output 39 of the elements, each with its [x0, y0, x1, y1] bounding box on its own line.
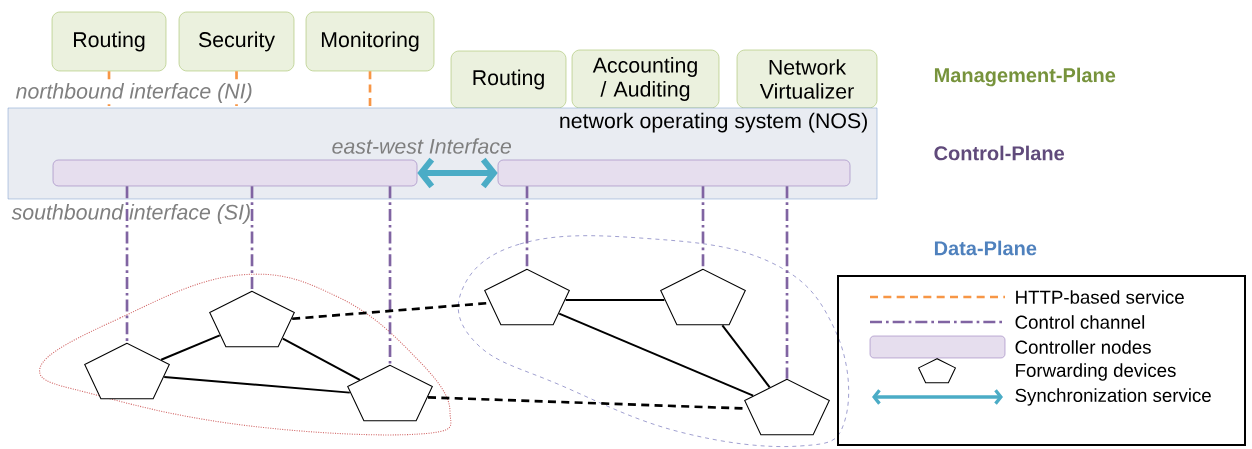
connector [564, 299, 666, 301]
connector [160, 334, 221, 361]
forwarding-device [347, 364, 433, 422]
legend-text: Controller nodes [1015, 340, 1151, 354]
legend-text: Control channel [1015, 315, 1145, 329]
controller-bar [497, 159, 851, 187]
legend-text: Synchronization service [1015, 388, 1211, 406]
connector [525, 186, 529, 269]
connector [250, 186, 254, 291]
application-box: Accounting / Auditing [571, 49, 720, 109]
connector [785, 186, 789, 379]
connector [721, 324, 771, 389]
forwarding-device [209, 290, 295, 348]
forwarding-device [84, 342, 170, 400]
connector [163, 376, 351, 394]
plane-label: Data-Plane [934, 240, 1037, 256]
connector [558, 312, 755, 397]
connector [417, 157, 498, 189]
connector [388, 186, 392, 365]
connector [125, 186, 129, 343]
controller-bar [52, 159, 418, 187]
forwarding-device [660, 268, 746, 326]
application-box: Routing [450, 50, 567, 109]
application-box: Monitoring [305, 11, 435, 72]
forwarding-device [484, 268, 570, 326]
application-box: Routing [51, 11, 167, 72]
interface-label: east-west Interface [332, 138, 511, 154]
interface-label: southbound interface (SI) [11, 204, 250, 224]
legend-text: Forwarding devices [1016, 363, 1176, 381]
connector [281, 337, 361, 381]
interface-label: northbound interface (NI) [14, 81, 255, 105]
forwarding-device [744, 378, 830, 436]
application-box: Network Virtualizer [736, 49, 878, 109]
connector [701, 186, 705, 269]
plane-label: Management-Plane [934, 67, 1116, 87]
legend-text: HTTP-based service [1016, 290, 1184, 304]
connector [368, 71, 372, 108]
plane-label: Control-Plane [934, 145, 1065, 161]
application-box: Security [178, 11, 295, 72]
